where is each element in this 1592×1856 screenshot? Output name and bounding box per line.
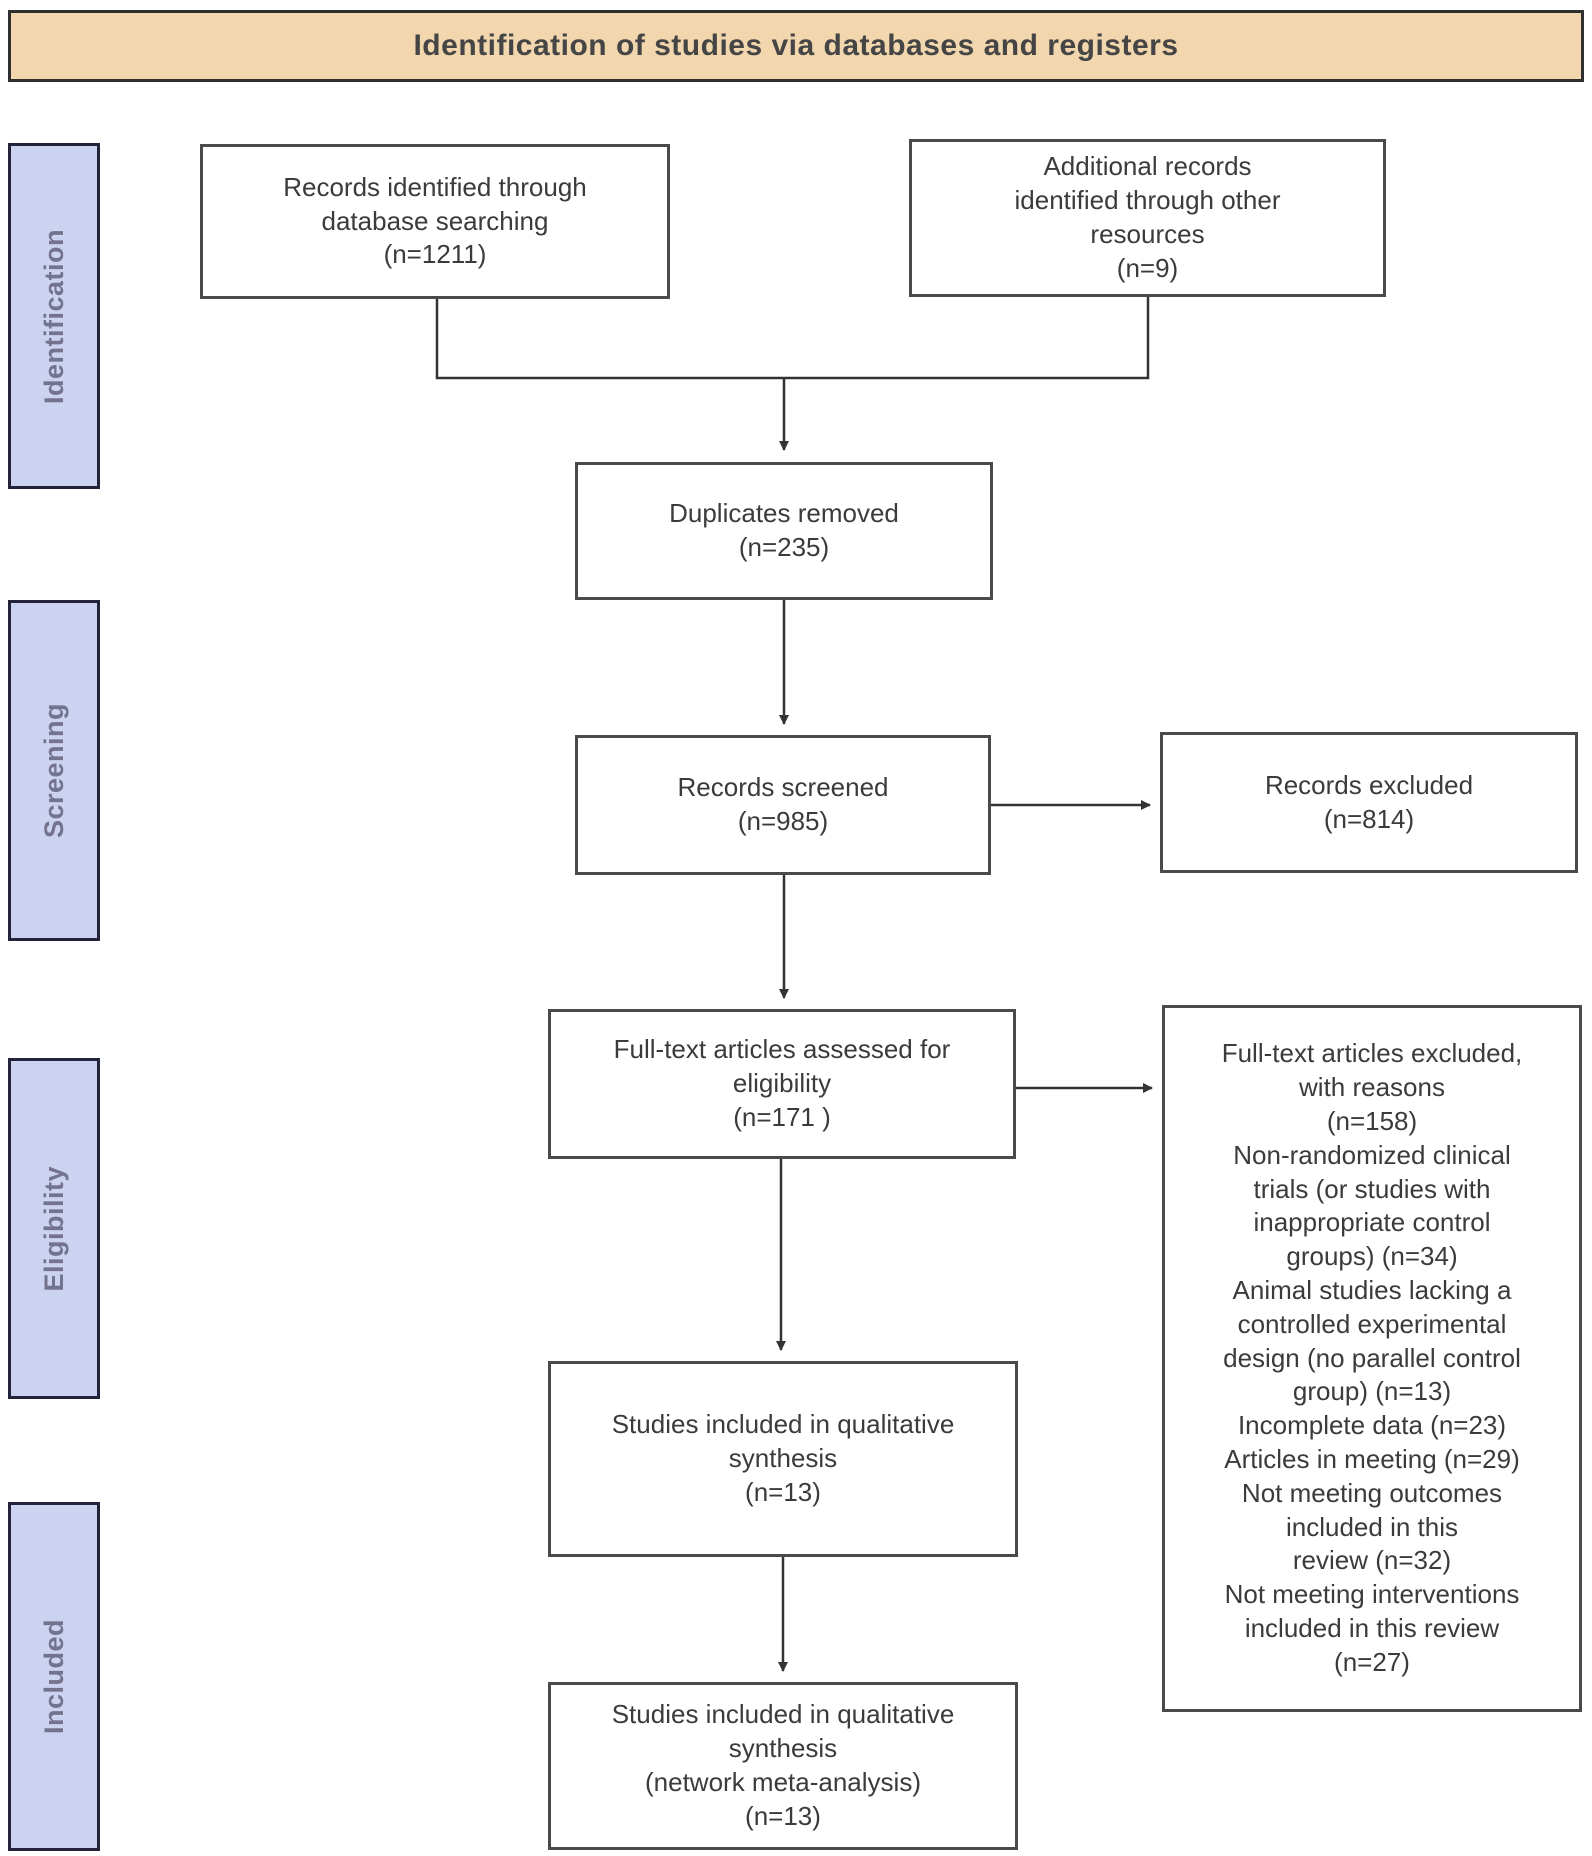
box-qualitative-synthesis: Studies included in qualitative synthesi…: [548, 1361, 1018, 1557]
box-fulltext-assessed-text: Full-text articles assessed for eligibil…: [613, 1034, 951, 1132]
banner-title-text: Identification of studies via databases …: [413, 29, 1179, 62]
box-records-screened-text: Records screened (n=985): [677, 772, 889, 836]
stage-eligibility: Eligibility: [8, 1058, 100, 1399]
stage-screening-label: Screening: [38, 702, 69, 839]
box-network-meta-analysis: Studies included in qualitative synthesi…: [548, 1682, 1018, 1850]
box-records-excluded-text: Records excluded (n=814): [1264, 769, 1474, 834]
box-qualitative-synthesis-text: Studies included in qualitative synthesi…: [611, 1409, 955, 1507]
box-records-other-resources: Additional records identified through ot…: [909, 139, 1386, 297]
box-fulltext-excluded-reasons: Full-text articles excluded, with reason…: [1162, 1005, 1582, 1712]
stage-included-label: Included: [38, 1618, 69, 1734]
box-fulltext-excluded-reasons-text: Full-text articles excluded, with reason…: [1221, 1038, 1523, 1677]
box-records-database: Records identified through database sear…: [200, 144, 670, 299]
connector-merge-top-boxes: [435, 296, 1150, 380]
box-duplicates-removed: Duplicates removed (n=235): [575, 462, 993, 600]
box-records-screened: Records screened (n=985): [575, 735, 991, 875]
stage-eligibility-label: Eligibility: [38, 1165, 69, 1292]
box-records-excluded: Records excluded (n=814): [1160, 732, 1578, 873]
box-fulltext-assessed: Full-text articles assessed for eligibil…: [548, 1009, 1016, 1159]
banner-title: Identification of studies via databases …: [8, 10, 1584, 82]
stage-included: Included: [8, 1502, 100, 1851]
box-records-database-text: Records identified through database sear…: [283, 171, 587, 270]
stage-identification-label: Identification: [38, 228, 69, 404]
stage-identification: Identification: [8, 143, 100, 489]
box-network-meta-analysis-text: Studies included in qualitative synthesi…: [611, 1699, 955, 1831]
box-records-other-resources-text: Additional records identified through ot…: [1014, 151, 1281, 283]
stage-screening: Screening: [8, 600, 100, 941]
box-duplicates-removed-text: Duplicates removed (n=235): [669, 498, 899, 562]
